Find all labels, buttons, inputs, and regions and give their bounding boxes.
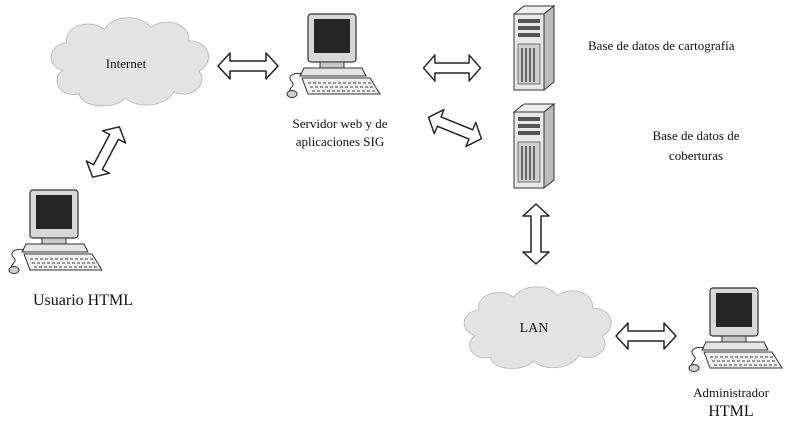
arrow-webserver-db-coberturas [422, 104, 488, 152]
web-server-computer-icon [286, 13, 381, 99]
arrow-internet-webserver [217, 52, 279, 80]
db-cartografia-server-icon [513, 5, 555, 91]
arrow-internet-usuario [80, 119, 132, 185]
web-server-label-line2: aplicaciones SIG [296, 134, 384, 149]
usuario-computer-icon [8, 189, 103, 275]
db-coberturas-label-line1: Base de datos de [652, 128, 739, 143]
arrow-db-coberturas-lan [522, 203, 550, 265]
lan-label: LAN [520, 321, 549, 336]
db-cartografia-label: Base de datos de cartografía [588, 38, 735, 53]
db-coberturas-server-icon [513, 103, 555, 189]
db-coberturas-label-line2: coberturas [669, 148, 723, 163]
usuario-label: Usuario HTML [33, 292, 133, 309]
administrador-computer-icon [688, 287, 783, 373]
arrow-webserver-db-cartografia [422, 54, 482, 82]
web-server-label-line1: Servidor web y de [293, 116, 388, 131]
internet-label: Internet [106, 56, 147, 71]
arrow-lan-administrador [615, 322, 677, 350]
administrador-label-line2: HTML [708, 403, 753, 420]
administrador-label-line1: Administrador [693, 385, 769, 400]
